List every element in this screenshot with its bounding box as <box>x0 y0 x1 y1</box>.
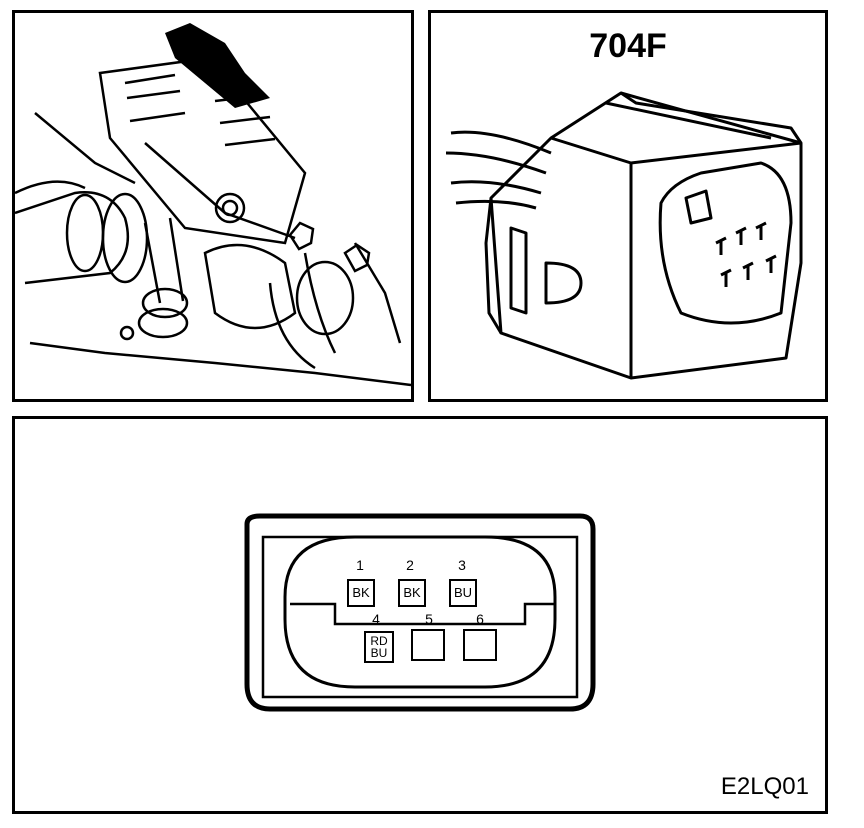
pinout-panel: 1 BK 2 BK 3 BU 4 RD BU 5 6 E2LQ01 <box>12 416 828 814</box>
pin-4-color-line-1: RD <box>370 634 388 648</box>
connector-face-outline <box>244 513 596 712</box>
pin-4-color-line-2: BU <box>370 646 388 660</box>
pin-1-color-code: BK <box>347 579 375 607</box>
pin-number-1: 1 <box>356 557 364 573</box>
pin-number-4: 4 <box>372 611 380 627</box>
pin-5-cavity <box>411 629 445 661</box>
pin-6-cavity <box>463 629 497 661</box>
mounting-location-drawing <box>15 23 411 387</box>
pin-3-color-code: BU <box>449 579 477 607</box>
pin-number-2: 2 <box>406 557 414 573</box>
connector-perspective-drawing <box>445 91 803 380</box>
figure-reference-code: E2LQ01 <box>720 773 809 800</box>
connector-perspective-panel: 704F <box>428 10 828 402</box>
connector-title: 704F <box>589 27 667 65</box>
pin-number-3: 3 <box>458 557 466 573</box>
location-illustration-panel <box>12 10 414 402</box>
pin-2-color-code: BK <box>398 579 426 607</box>
pin-number-6: 6 <box>476 611 484 627</box>
pin-number-5: 5 <box>425 611 433 627</box>
pin-4-color-code: RD BU <box>364 631 394 663</box>
